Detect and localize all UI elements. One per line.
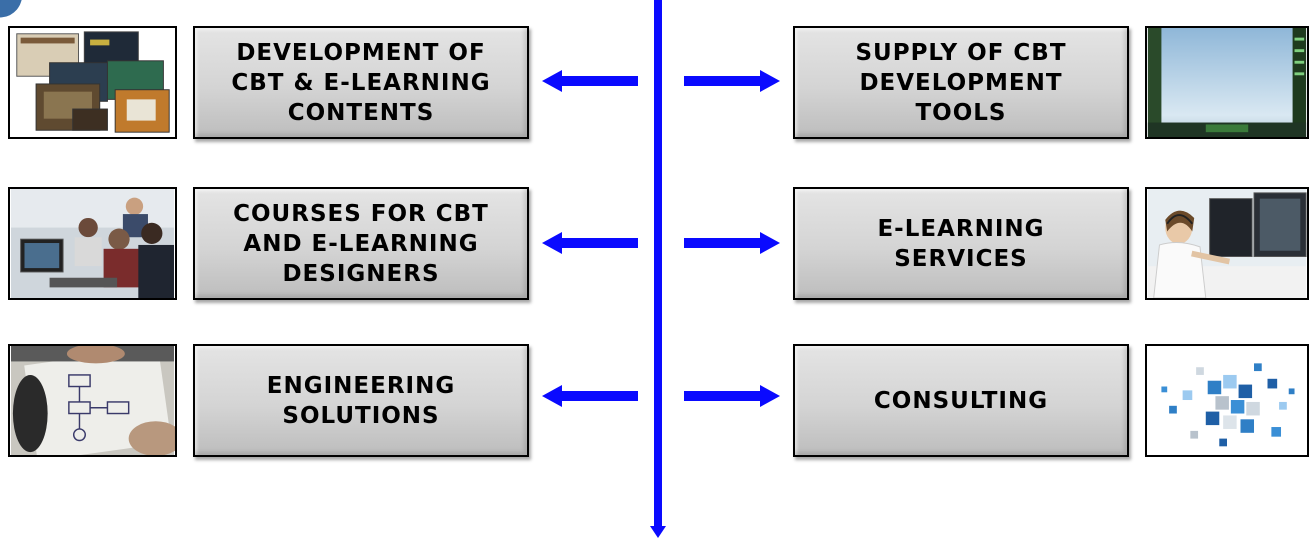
arrow-left-1 <box>542 70 638 92</box>
arrow-right-2 <box>684 232 780 254</box>
arrow-right-1 <box>684 70 780 92</box>
team-at-computer-image <box>8 187 177 300</box>
arrow-right-3 <box>684 385 780 407</box>
support-operator-image <box>1145 187 1309 300</box>
arrow-left-3 <box>542 385 638 407</box>
simulation-screen-image <box>1145 26 1309 139</box>
service-box-elearning-services: E-LEARNING SERVICES <box>793 187 1129 300</box>
vertical-trunk <box>650 0 666 538</box>
flowchart-sketch-image <box>8 344 177 457</box>
service-box-consulting: CONSULTING <box>793 344 1129 457</box>
service-box-development: DEVELOPMENT OF CBT & E-LEARNING CONTENTS <box>193 26 529 139</box>
arrow-left-2 <box>542 232 638 254</box>
software-screens-image <box>8 26 177 139</box>
service-box-supply-tools: SUPPLY OF CBT DEVELOPMENT TOOLS <box>793 26 1129 139</box>
service-box-courses: COURSES FOR CBT AND E-LEARNING DESIGNERS <box>193 187 529 300</box>
service-box-engineering: ENGINEERING SOLUTIONS <box>193 344 529 457</box>
cube-network-image <box>1145 344 1309 457</box>
